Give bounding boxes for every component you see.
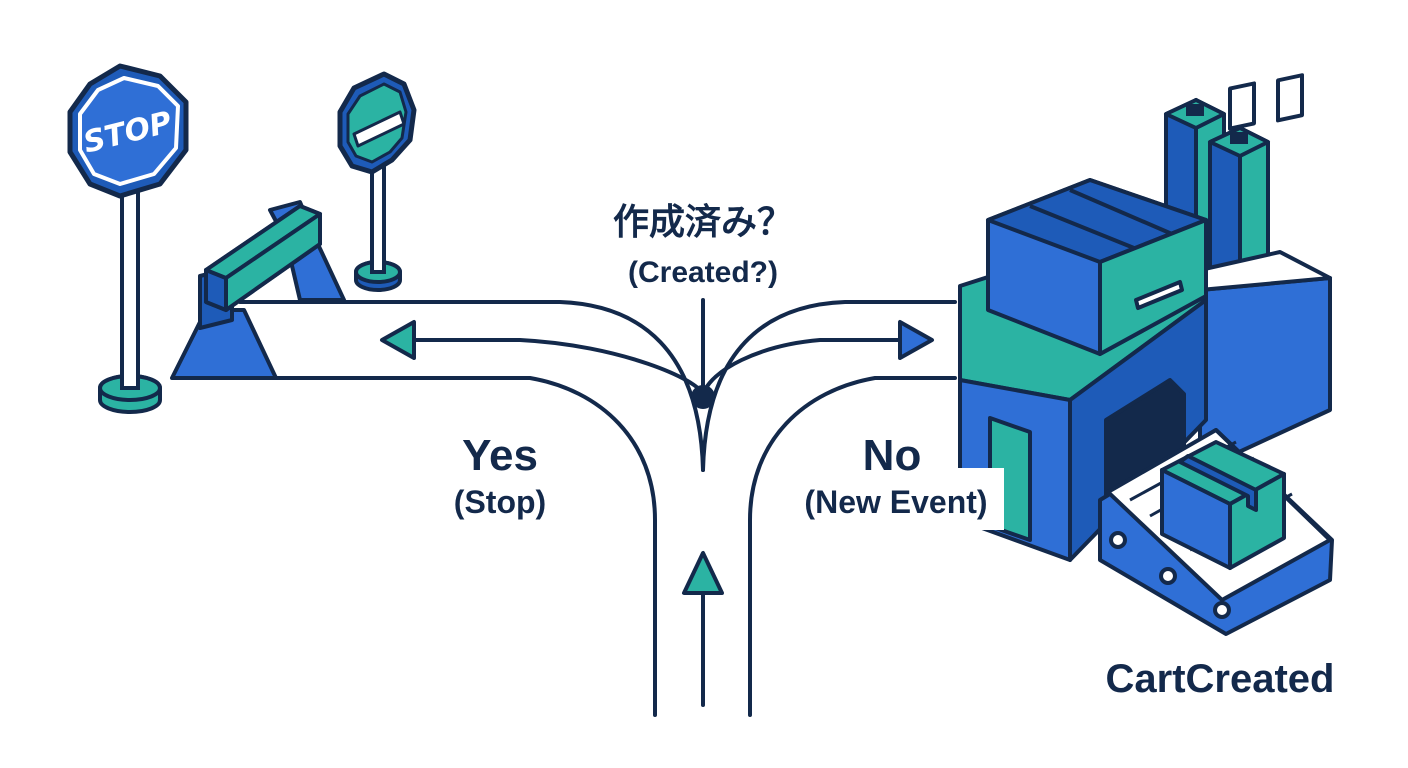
question-title: 作成済み？ [613,202,793,243]
road-lines [238,298,957,717]
yes-branch-label: Yes [462,431,538,480]
arrow-left-icon [380,320,416,360]
decision-point [691,385,715,409]
factory-name: CartCreated [1106,657,1335,701]
arrow-right-icon [898,320,934,360]
no-entry-sign-icon [337,71,417,292]
arrow-up-icon [682,551,724,595]
stop-sign-icon: STOP [67,63,189,414]
no-branch-label: No [863,431,922,480]
yes-branch-sublabel: (Stop) [454,484,546,520]
no-branch-label-backing [790,468,1004,530]
question-subtitle: (Created?) [628,256,778,289]
no-branch-sublabel: (New Event) [804,484,987,520]
box-icon [1160,440,1286,570]
barrier-icon [170,200,346,380]
